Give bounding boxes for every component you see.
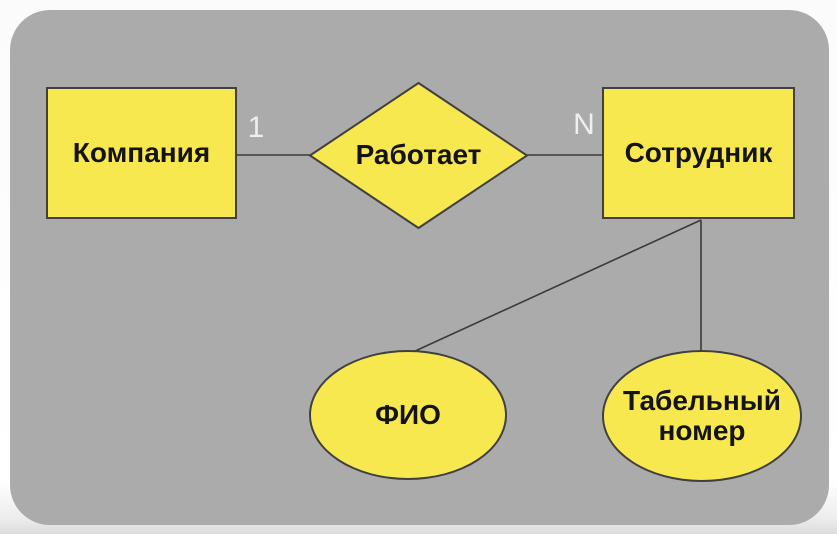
relationship-diamond-shape	[308, 81, 529, 230]
entity-employee: Сотрудник	[602, 87, 795, 219]
attribute-fio: ФИО	[309, 350, 507, 480]
entity-company: Компания	[46, 87, 237, 219]
relationship-works: Работает	[310, 83, 527, 228]
attribute-fio-label: ФИО	[375, 398, 441, 430]
cardinality-label-one: 1	[247, 111, 265, 144]
relationship-works-label: Работает	[355, 139, 482, 171]
connector-employee-fio	[412, 219, 702, 353]
cardinality-label-n: N	[573, 108, 595, 141]
entity-company-label: Компания	[72, 136, 211, 168]
entity-employee-label: Сотрудник	[624, 136, 773, 168]
attribute-tab-number-label: Табельный номер	[623, 384, 781, 446]
attribute-tab-number: Табельный номер	[602, 350, 802, 482]
